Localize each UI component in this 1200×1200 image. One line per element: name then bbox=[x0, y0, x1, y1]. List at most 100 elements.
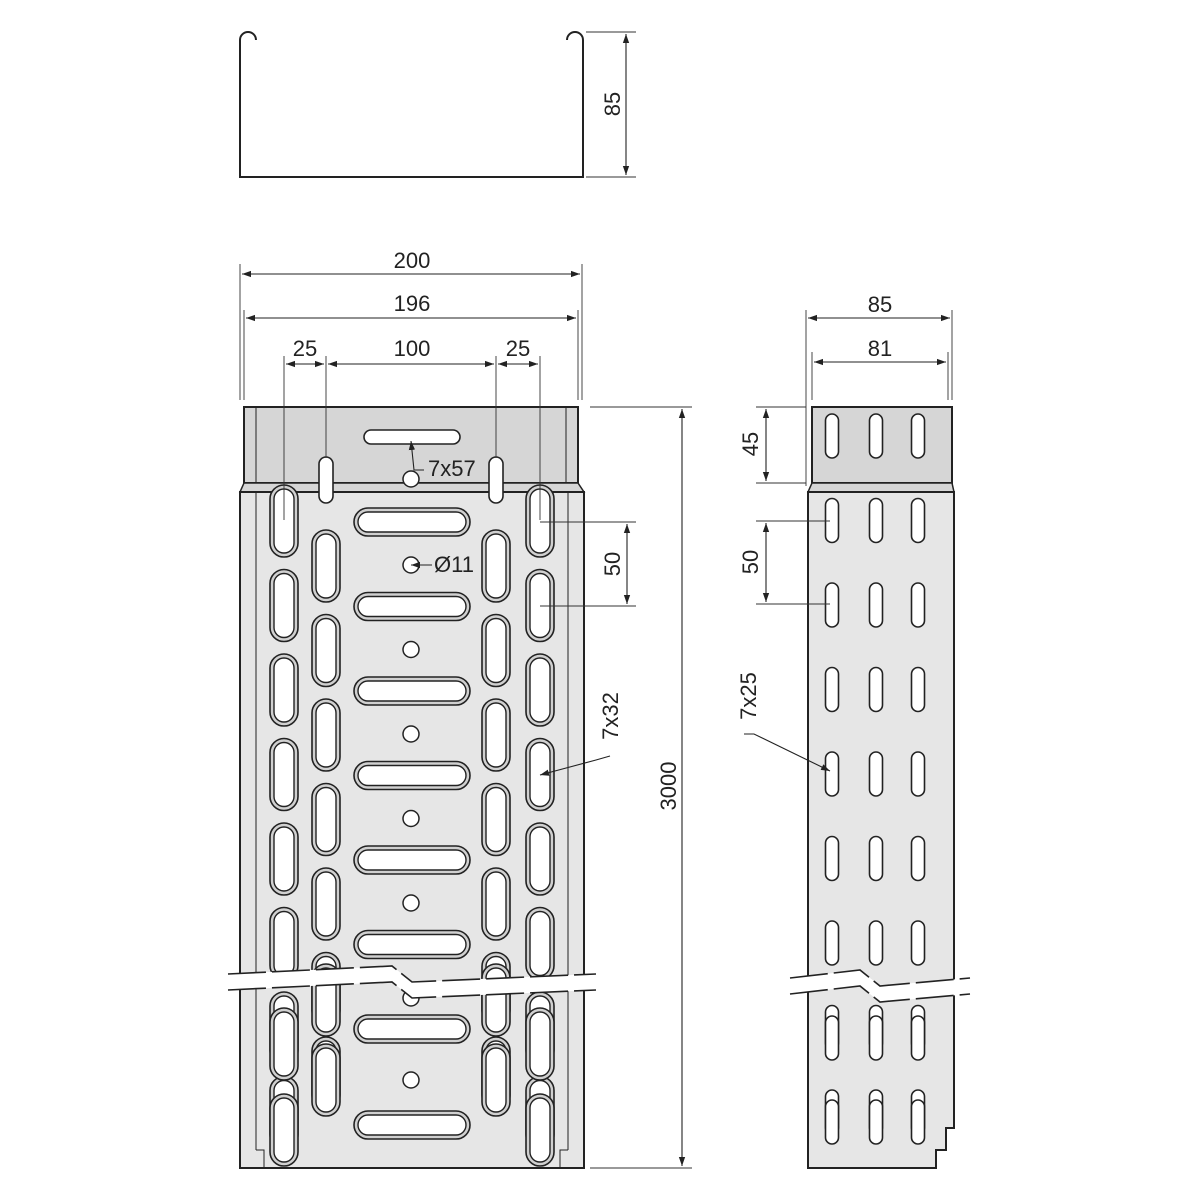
wall-slot bbox=[868, 751, 884, 797]
wall-overall-height-label: 85 bbox=[868, 292, 892, 317]
side-slot bbox=[269, 906, 299, 981]
side-slot-pitch-dimension: 50 bbox=[540, 521, 636, 607]
floor-break-line bbox=[227, 965, 597, 999]
center-span-label: 100 bbox=[394, 336, 431, 361]
wall-slot bbox=[824, 835, 840, 882]
round-hole-callout: Ø11 bbox=[411, 552, 474, 577]
floor-view: 200 196 25 100 25 3000 bbox=[227, 248, 692, 1169]
side-slot bbox=[269, 822, 299, 896]
inner-slot bbox=[481, 1043, 511, 1117]
cross-slot bbox=[353, 507, 471, 537]
wall-slot bbox=[910, 582, 926, 628]
inner-slot bbox=[481, 613, 511, 688]
wall-slot bbox=[910, 666, 926, 713]
inner-slot bbox=[481, 529, 511, 603]
cross-slot bbox=[353, 676, 471, 706]
wall-slot-callout: 7x25 bbox=[736, 672, 831, 772]
wall-slot bbox=[824, 413, 840, 459]
inner-width-label: 196 bbox=[394, 291, 431, 316]
side-slot bbox=[269, 653, 299, 727]
wall-slot-label: 7x25 bbox=[736, 672, 761, 720]
wall-slot bbox=[824, 497, 840, 544]
inner-slot bbox=[311, 867, 341, 941]
side-slot bbox=[269, 1093, 299, 1167]
side-slot bbox=[269, 737, 299, 812]
wall-slot bbox=[910, 497, 926, 544]
wall-slot bbox=[824, 582, 840, 628]
wall-slot bbox=[910, 1015, 926, 1061]
inner-slot bbox=[311, 782, 341, 857]
cross-slot bbox=[353, 845, 471, 875]
inner-slot bbox=[311, 698, 341, 772]
wall-break-line bbox=[789, 969, 971, 1003]
round-hole bbox=[402, 1071, 420, 1089]
side-slot bbox=[525, 568, 555, 643]
right-offset-label: 25 bbox=[506, 336, 530, 361]
cross-slot bbox=[353, 1110, 471, 1140]
wall-perforations bbox=[824, 413, 926, 1145]
length-dimension: 3000 bbox=[590, 406, 692, 1169]
wall-slot bbox=[824, 920, 840, 966]
round-hole bbox=[402, 894, 420, 912]
round-hole bbox=[402, 725, 420, 743]
overall-width-dimension: 200 bbox=[239, 248, 583, 400]
inner-slot bbox=[311, 613, 341, 688]
wall-end-offset-label: 45 bbox=[738, 432, 763, 456]
side-slot bbox=[269, 568, 299, 643]
wall-slot bbox=[910, 920, 926, 966]
round-hole bbox=[402, 809, 420, 828]
slot-spacing-dimensions: 25 100 25 bbox=[283, 336, 541, 520]
end-slot bbox=[318, 456, 334, 504]
wall-view: 85 81 45 50 7x25 bbox=[736, 292, 971, 1169]
wall-slot bbox=[868, 666, 884, 713]
wall-slot bbox=[868, 920, 884, 966]
wall-slot bbox=[824, 666, 840, 713]
wall-slot bbox=[910, 413, 926, 459]
wall-slot bbox=[868, 1015, 884, 1061]
inner-slot bbox=[481, 867, 511, 941]
cross-slot-label: 7x57 bbox=[428, 456, 476, 481]
inner-slot bbox=[481, 782, 511, 857]
wall-slot bbox=[868, 582, 884, 628]
wall-inner-height-label: 81 bbox=[868, 336, 892, 361]
wall-slot bbox=[868, 413, 884, 459]
side-slot-label: 7x32 bbox=[598, 692, 623, 740]
section-height-label: 85 bbox=[600, 92, 625, 116]
wall-slot bbox=[824, 751, 840, 797]
side-slot bbox=[525, 653, 555, 727]
wall-slot bbox=[910, 1099, 926, 1145]
round-hole-label: Ø11 bbox=[434, 552, 474, 577]
section-height-dimension: 85 bbox=[586, 31, 636, 178]
wall-slot bbox=[910, 751, 926, 797]
overall-width-label: 200 bbox=[394, 248, 431, 273]
side-slot bbox=[525, 1093, 555, 1167]
cross-slot-callout: 7x57 bbox=[408, 440, 476, 481]
side-slot bbox=[525, 906, 555, 981]
cross-slot bbox=[353, 760, 471, 791]
wall-overall-height-dimension: 85 bbox=[805, 292, 953, 486]
wall-inner-height-dimension: 81 bbox=[811, 336, 949, 400]
side-slot-callout: 7x32 bbox=[539, 692, 623, 776]
inner-slot bbox=[311, 529, 341, 603]
inner-slot bbox=[311, 1043, 341, 1117]
length-label: 3000 bbox=[656, 762, 681, 811]
cross-slot bbox=[363, 429, 461, 445]
wall-slot bbox=[868, 497, 884, 544]
side-slot-pitch-label: 50 bbox=[600, 552, 625, 576]
left-offset-label: 25 bbox=[293, 336, 317, 361]
side-slot bbox=[525, 822, 555, 896]
side-slot bbox=[525, 1007, 555, 1081]
wall-slot-pitch-label: 50 bbox=[738, 550, 763, 574]
inner-slot bbox=[481, 698, 511, 772]
cross-section-view: 85 bbox=[239, 31, 636, 178]
cross-slot bbox=[353, 591, 471, 622]
side-slot bbox=[269, 1007, 299, 1081]
wall-slot bbox=[910, 835, 926, 882]
channel-profile bbox=[239, 31, 584, 178]
round-hole bbox=[402, 470, 420, 488]
wall-slot bbox=[868, 1099, 884, 1145]
round-hole bbox=[402, 640, 420, 659]
wall-slot-pitch-dimension: 50 bbox=[738, 520, 830, 605]
end-slot bbox=[488, 456, 504, 504]
